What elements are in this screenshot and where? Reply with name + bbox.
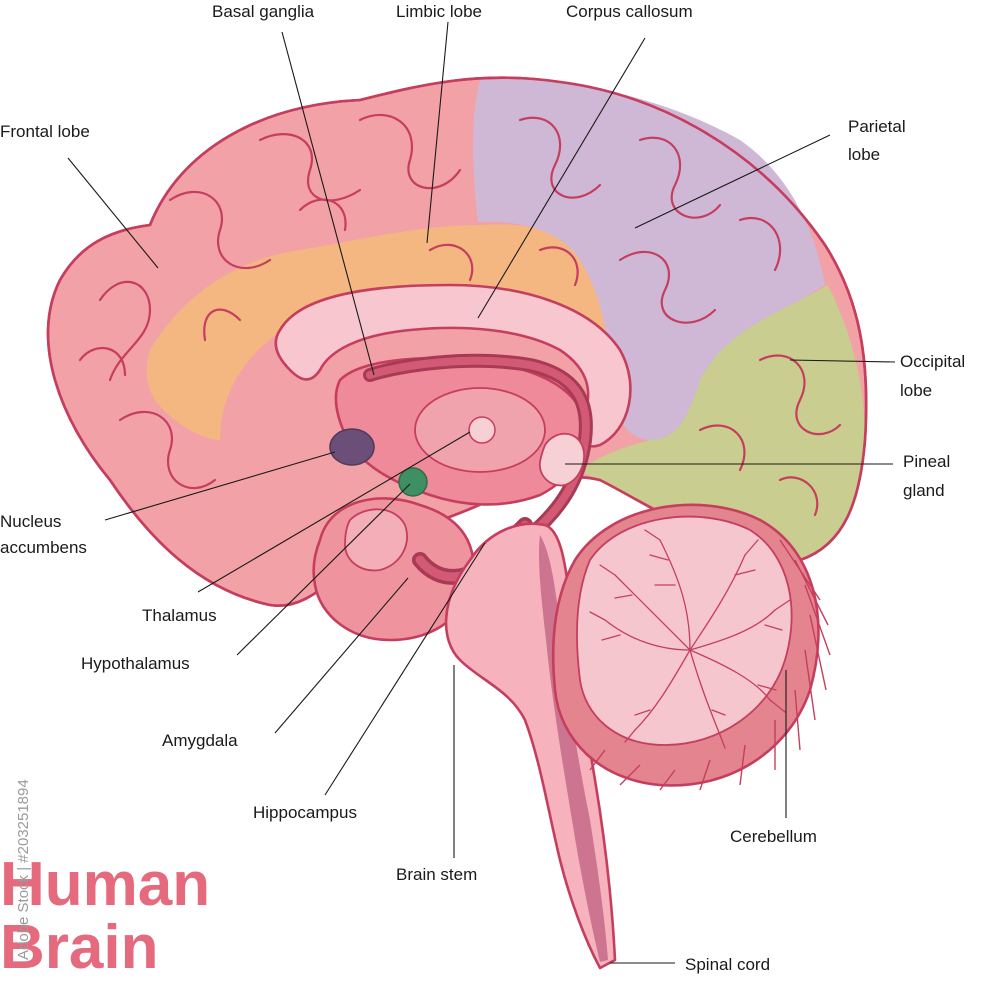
cerebellum-shape <box>551 503 831 791</box>
gyri <box>78 114 842 517</box>
occipital-lobe-region <box>580 285 865 560</box>
leader-lines <box>67 21 896 964</box>
side-stock-text: Adobe Stock | #203251894 <box>15 779 32 960</box>
label-hippocampus: Hippocampus <box>253 803 357 822</box>
title-line2: Brain <box>0 913 158 982</box>
label-parietal-lobe-line1: Parietal <box>848 117 906 136</box>
label-hypothalamus: Hypothalamus <box>81 654 190 673</box>
pineal-gland-shape <box>538 432 585 487</box>
label-cerebellum: Cerebellum <box>730 827 817 846</box>
label-brain-stem: Brain stem <box>396 865 477 884</box>
label-spinal-cord: Spinal cord <box>685 955 770 974</box>
label-limbic-lobe: Limbic lobe <box>396 2 482 21</box>
label-nucleus-accumbens-line1: Nucleus <box>0 512 61 531</box>
label-occipital-lobe-line1: Occipital <box>900 352 965 371</box>
nucleus-accumbens-shape <box>329 428 375 466</box>
label-corpus-callosum: Corpus callosum <box>566 2 693 21</box>
thalamus-center <box>468 416 496 444</box>
label-pineal-gland-line1: Pineal <box>903 452 950 471</box>
label-thalamus: Thalamus <box>142 606 217 625</box>
limbic-lobe-region <box>146 224 613 440</box>
amygdala-shape <box>344 508 408 572</box>
label-occipital-lobe-line2: lobe <box>900 381 932 400</box>
label-nucleus-accumbens-line2: accumbens <box>0 538 87 557</box>
parietal-lobe-region <box>473 79 825 440</box>
label-frontal-lobe: Frontal lobe <box>0 122 90 141</box>
label-pineal-gland-line2: gland <box>903 481 945 500</box>
label-amygdala: Amygdala <box>162 731 238 750</box>
label-basal-ganglia: Basal ganglia <box>212 2 315 21</box>
title-line1: Human <box>0 850 210 919</box>
hypothalamus-shape <box>398 467 428 497</box>
label-parietal-lobe-line2: lobe <box>848 145 880 164</box>
